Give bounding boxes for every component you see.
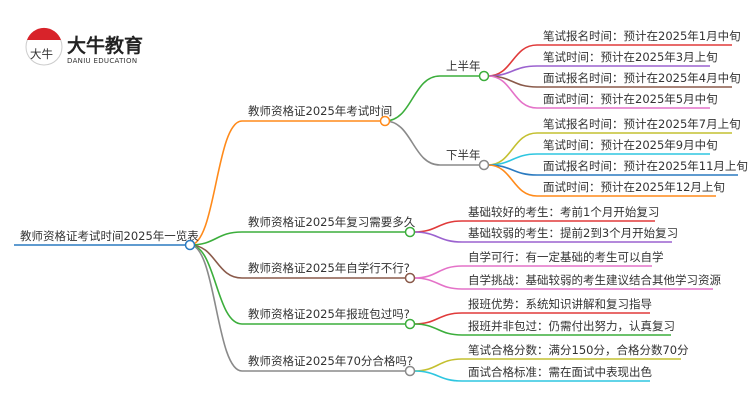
leaf-topic: 报班优势：系统知识讲解和复习指导 (468, 297, 652, 311)
leaf-topic: 基础较好的考生：考前1个月开始复习 (468, 205, 659, 219)
leaf-topic: 面试报名时间：预计在2025年11月上旬 (543, 159, 748, 173)
branch-topic: 教师资格证2025年报班包过吗? (248, 307, 410, 321)
leaf-connector (413, 265, 463, 279)
logo-mark: 大牛 (30, 47, 53, 61)
root-toggle[interactable] (184, 239, 196, 251)
branch-topic: 教师资格证2025年考试时间 (248, 104, 392, 118)
leaf-connector (413, 370, 463, 382)
root-topic: 教师资格证考试时间2025年一览表 (20, 229, 199, 243)
branch-connector (189, 244, 243, 279)
leaf-topic: 自学挑战：基础较弱的考生建议结合其他学习资源 (468, 273, 721, 287)
collapse-toggle[interactable] (404, 226, 416, 238)
collapse-toggle[interactable] (478, 70, 490, 82)
leaf-connector (413, 231, 463, 243)
leaf-connector (487, 164, 538, 197)
leaf-topic: 面试报名时间：预计在2025年4月中旬 (543, 71, 741, 85)
leaf-topic: 自学可行：有一定基础的考生可以自学 (468, 250, 664, 264)
leaf-topic: 面试时间：预计在2025年12月上旬 (543, 180, 725, 194)
collapse-toggle[interactable] (478, 159, 490, 171)
leaf-topic: 笔试合格分数：满分150分，合格分数70分 (468, 343, 689, 357)
logo-subtitle: DANIU EDUCATION (67, 57, 137, 65)
logo-arc (27, 27, 61, 40)
branch-connector (189, 231, 243, 246)
leaf-connector (413, 312, 463, 325)
branch-connector (189, 244, 243, 325)
group-topic: 下半年 (446, 148, 481, 162)
leaf-topic: 基础较弱的考生：提前2到3个月开始复习 (468, 226, 678, 240)
group-topic: 上半年 (446, 59, 481, 73)
leaf-connector (413, 358, 463, 372)
leaf-topic: 笔试时间：预计在2025年3月上旬 (543, 50, 718, 64)
leaf-topic: 面试时间：预计在2025年5月中旬 (543, 92, 718, 106)
group-connector (384, 120, 441, 166)
logo: 大牛 大牛教育 DANIU EDUCATION (25, 27, 143, 66)
collapse-toggle[interactable] (404, 272, 416, 284)
branch-connector (189, 244, 243, 372)
leaf-connector (413, 220, 463, 233)
leaf-topic: 面试合格标准：需在面试中表现出色 (468, 365, 652, 379)
leaf-topic: 笔试报名时间：预计在2025年7月上旬 (543, 117, 741, 131)
collapse-toggle[interactable] (379, 115, 391, 127)
leaf-topic: 笔试时间：预计在2025年9月中旬 (543, 138, 718, 152)
collapse-toggle[interactable] (404, 365, 416, 377)
leaf-connector (413, 323, 463, 336)
collapse-toggle[interactable] (404, 318, 416, 330)
logo-name: 大牛教育 (67, 34, 143, 57)
group-connector (384, 75, 441, 122)
branch-topic: 教师资格证2025年自学行不行? (248, 261, 410, 275)
leaf-connector (413, 277, 463, 290)
leaf-topic: 报班并非包过：仍需付出努力，认真复习 (468, 319, 675, 333)
branch-topic: 教师资格证2025年复习需要多久 (248, 215, 416, 229)
leaf-topic: 笔试报名时间：预计在2025年1月中旬 (543, 29, 741, 43)
connector-lines (14, 44, 738, 382)
branch-topic: 教师资格证2025年70分合格吗? (248, 354, 413, 368)
leaf-connector (487, 75, 538, 109)
branch-connector (189, 120, 243, 246)
